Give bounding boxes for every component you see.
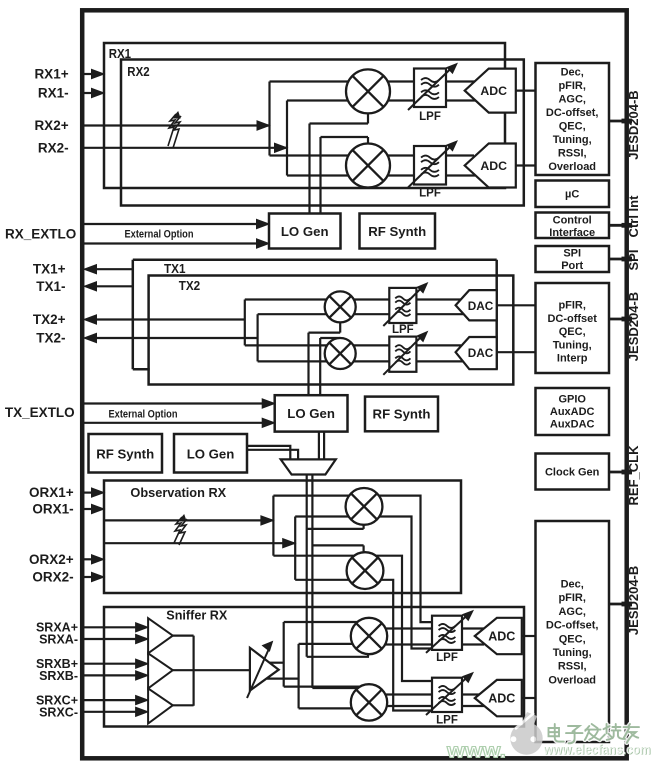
svg-text:Control: Control [553, 215, 592, 227]
svg-text:Clock Gen: Clock Gen [545, 467, 600, 479]
svg-text:ADC: ADC [480, 159, 507, 173]
svg-text:SPI: SPI [626, 250, 641, 271]
svg-text:RX2: RX2 [127, 64, 149, 79]
svg-text:RX_EXTLO: RX_EXTLO [5, 227, 76, 242]
svg-text:Sniffer RX: Sniffer RX [166, 608, 227, 623]
svg-text:www.elecfans.com: www.elecfans.com [543, 742, 651, 757]
svg-text:ADC: ADC [488, 629, 515, 643]
svg-text:Overload: Overload [548, 674, 596, 686]
svg-text:RF Synth: RF Synth [373, 407, 431, 422]
svg-text:Tuning,: Tuning, [553, 134, 592, 146]
svg-text:SRXA+: SRXA+ [36, 620, 78, 634]
svg-text:JESD204-B: JESD204-B [626, 90, 641, 159]
svg-text:pFIR,: pFIR, [558, 592, 586, 604]
svg-text:RX1: RX1 [109, 46, 131, 61]
svg-text:LPF: LPF [392, 324, 414, 336]
svg-text:QEC,: QEC, [559, 121, 586, 133]
svg-text:ORX2-: ORX2- [32, 570, 73, 585]
svg-text:LPF: LPF [419, 188, 441, 200]
svg-text:ADC: ADC [480, 84, 507, 98]
svg-text:ORX2+: ORX2+ [29, 552, 74, 567]
svg-text:DAC: DAC [468, 299, 494, 313]
svg-text:Dec,: Dec, [561, 579, 584, 591]
svg-text:ORX1-: ORX1- [32, 502, 73, 517]
svg-text:REF_CLK: REF_CLK [626, 445, 641, 506]
svg-text:µC: µC [565, 189, 579, 201]
svg-text:RX2+: RX2+ [34, 118, 68, 133]
svg-text:LO Gen: LO Gen [187, 447, 235, 462]
svg-text:Observation RX: Observation RX [130, 485, 226, 500]
svg-text:TX2: TX2 [179, 278, 201, 293]
svg-text:SRXA-: SRXA- [39, 633, 78, 647]
svg-text:JESD204-B: JESD204-B [626, 566, 641, 635]
svg-text:RX1+: RX1+ [34, 67, 68, 82]
svg-text:ADC: ADC [488, 691, 515, 705]
svg-text:AGC,: AGC, [558, 606, 586, 618]
svg-text:Port: Port [561, 260, 583, 272]
svg-text:Ctrl Int: Ctrl Int [626, 195, 641, 238]
svg-text:LO Gen: LO Gen [287, 406, 335, 421]
svg-text:LPF: LPF [436, 652, 458, 664]
svg-text:SPI: SPI [563, 247, 581, 259]
svg-text:External Option: External Option [109, 409, 178, 421]
svg-text:www.elecfans.com: www.elecfans.com [543, 743, 651, 758]
svg-text:ORX1+: ORX1+ [29, 485, 74, 500]
svg-text:RSSI,: RSSI, [558, 148, 587, 160]
svg-text:SRXB-: SRXB- [39, 669, 78, 683]
svg-text:Interp: Interp [557, 353, 588, 365]
svg-text:DAC: DAC [468, 346, 494, 360]
svg-text:DC-offset,: DC-offset, [546, 107, 599, 119]
svg-text:Interface: Interface [549, 227, 595, 239]
svg-text:Tuning,: Tuning, [553, 647, 592, 659]
svg-text:JESD204-B: JESD204-B [626, 292, 641, 361]
svg-text:DC-offset,: DC-offset, [546, 620, 599, 632]
svg-text:GPIO: GPIO [558, 393, 586, 405]
svg-text:TX_EXTLO: TX_EXTLO [5, 405, 75, 420]
svg-text:www.: www. [446, 741, 506, 763]
svg-text:Tuning,: Tuning, [553, 339, 592, 351]
svg-text:DC-offset: DC-offset [547, 313, 597, 325]
svg-text:AuxDAC: AuxDAC [550, 419, 595, 431]
svg-text:Overload: Overload [548, 161, 596, 173]
svg-text:TX2-: TX2- [36, 331, 65, 346]
svg-text:RX2-: RX2- [38, 140, 69, 155]
svg-text:AuxADC: AuxADC [550, 406, 595, 418]
svg-text:RSSI,: RSSI, [558, 661, 587, 673]
svg-text:QEC,: QEC, [559, 633, 586, 645]
svg-text:SRXC-: SRXC- [39, 705, 78, 719]
svg-text:TX1: TX1 [164, 261, 186, 276]
svg-text:AGC,: AGC, [558, 94, 586, 106]
svg-text:LO Gen: LO Gen [281, 224, 329, 239]
svg-text:SRXC+: SRXC+ [36, 694, 78, 708]
svg-text:SRXB+: SRXB+ [36, 657, 78, 671]
svg-text:Dec,: Dec, [561, 67, 584, 79]
svg-text:pFIR,: pFIR, [558, 80, 586, 92]
svg-text:QEC,: QEC, [559, 326, 586, 338]
svg-text:External Option: External Option [125, 229, 194, 241]
svg-text:RF Synth: RF Synth [96, 447, 154, 462]
svg-text:LPF: LPF [419, 111, 441, 123]
svg-text:pFIR,: pFIR, [558, 300, 586, 312]
svg-text:LPF: LPF [436, 715, 458, 727]
svg-text:RX1-: RX1- [38, 86, 69, 101]
svg-text:TX1+: TX1+ [33, 262, 66, 277]
svg-text:TX2+: TX2+ [33, 312, 66, 327]
svg-text:RF Synth: RF Synth [368, 224, 426, 239]
svg-text:TX1-: TX1- [36, 279, 65, 294]
